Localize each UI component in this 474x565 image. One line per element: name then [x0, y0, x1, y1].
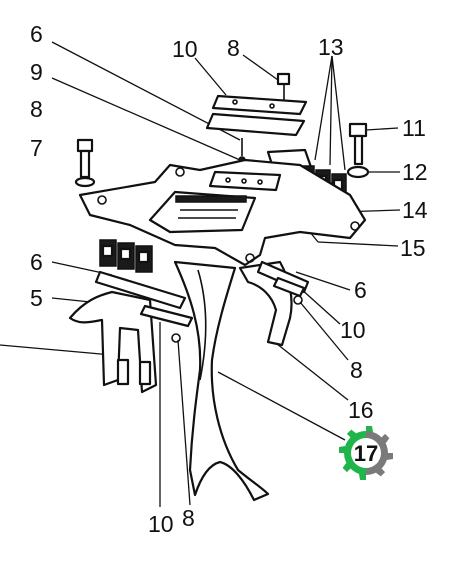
callout-14: 14	[402, 197, 428, 223]
right-screw-8	[293, 295, 303, 305]
callout-5: 5	[30, 285, 43, 311]
callout-8-left: 8	[30, 96, 43, 122]
center-fork-body	[173, 260, 270, 502]
frame-hole	[257, 179, 263, 185]
right-fork-16	[238, 260, 310, 347]
upper-plate-hole	[269, 103, 275, 109]
callout-8-bottom: 8	[182, 505, 195, 531]
frame-slot-1	[175, 195, 247, 203]
leader-16	[271, 339, 349, 401]
left-plate-6	[94, 270, 187, 310]
leader-6-right	[295, 271, 351, 291]
lower-plate	[205, 112, 306, 137]
callout-6-top: 6	[30, 21, 43, 47]
callout-17: 17	[354, 441, 378, 466]
upper-plate	[211, 94, 308, 116]
center-fork-17	[173, 260, 270, 502]
left-block-face	[137, 250, 150, 264]
left-plate-10	[139, 304, 194, 328]
callout-15: 15	[400, 235, 426, 261]
bolt-11-shank	[353, 134, 364, 166]
callout-11: 11	[402, 115, 426, 141]
leader-8-right	[299, 301, 349, 361]
main-frame-14	[78, 158, 367, 267]
frame-hole	[225, 177, 231, 183]
callout-10-bottom: 10	[148, 511, 174, 537]
frame-corner-hole	[245, 253, 255, 263]
left-block-face	[119, 247, 132, 261]
gear-icon	[339, 426, 393, 480]
callout-17-badge: 17	[339, 426, 393, 480]
callout-12: 12	[402, 159, 428, 185]
frame-hole	[241, 178, 247, 184]
frame-corner-hole	[350, 221, 360, 231]
leader-13c	[331, 55, 346, 171]
leader-15b	[317, 241, 399, 247]
leader-10-top	[194, 57, 227, 96]
leader-11	[365, 127, 399, 131]
left-fork-5	[68, 270, 194, 394]
leader-9	[51, 77, 241, 161]
frame-top-plate	[208, 170, 282, 192]
left-block-face	[101, 244, 114, 258]
left-fork-body	[68, 290, 158, 394]
leader-edge	[0, 344, 113, 356]
washer-12	[346, 165, 370, 179]
callout-8-right: 8	[350, 357, 363, 383]
callout-6-right: 6	[354, 277, 367, 303]
left-block-group	[99, 239, 153, 273]
callout-8-top: 8	[227, 35, 240, 61]
bolt-8-shank	[79, 149, 91, 179]
upper-plate-hole	[232, 99, 238, 105]
callout-6-left: 6	[30, 249, 43, 275]
top-assembly	[205, 72, 308, 164]
bolt-8-head	[76, 138, 94, 153]
left-fork-tip	[138, 360, 152, 386]
frame-corner-hole	[97, 195, 107, 205]
washer-7	[74, 176, 96, 188]
callout-10-right: 10	[340, 317, 366, 343]
left-screw-8	[171, 333, 181, 343]
bolt-8-left	[74, 138, 96, 188]
callout-labels: 6 10 8 13 9 8 11 7 12 14 15 6 6 5 10 8 1…	[30, 21, 428, 537]
callout-7: 7	[30, 135, 43, 161]
left-fork-tip	[116, 358, 130, 386]
center-fork-edge	[197, 269, 207, 381]
callout-10-top: 10	[172, 36, 198, 62]
leader-10-right	[299, 287, 341, 325]
leader-8-top	[242, 54, 279, 81]
bolt-11	[346, 122, 370, 179]
frame-corner-hole	[175, 167, 185, 177]
top-screw-head	[276, 72, 291, 86]
leader-8-bottom	[177, 339, 191, 506]
callout-16: 16	[348, 397, 374, 423]
leader-17	[217, 371, 346, 441]
callout-9: 9	[30, 59, 43, 85]
leader-13a	[314, 55, 333, 161]
callout-13: 13	[318, 34, 344, 60]
bolt-11-head	[348, 122, 368, 138]
leader-13b	[329, 55, 333, 166]
